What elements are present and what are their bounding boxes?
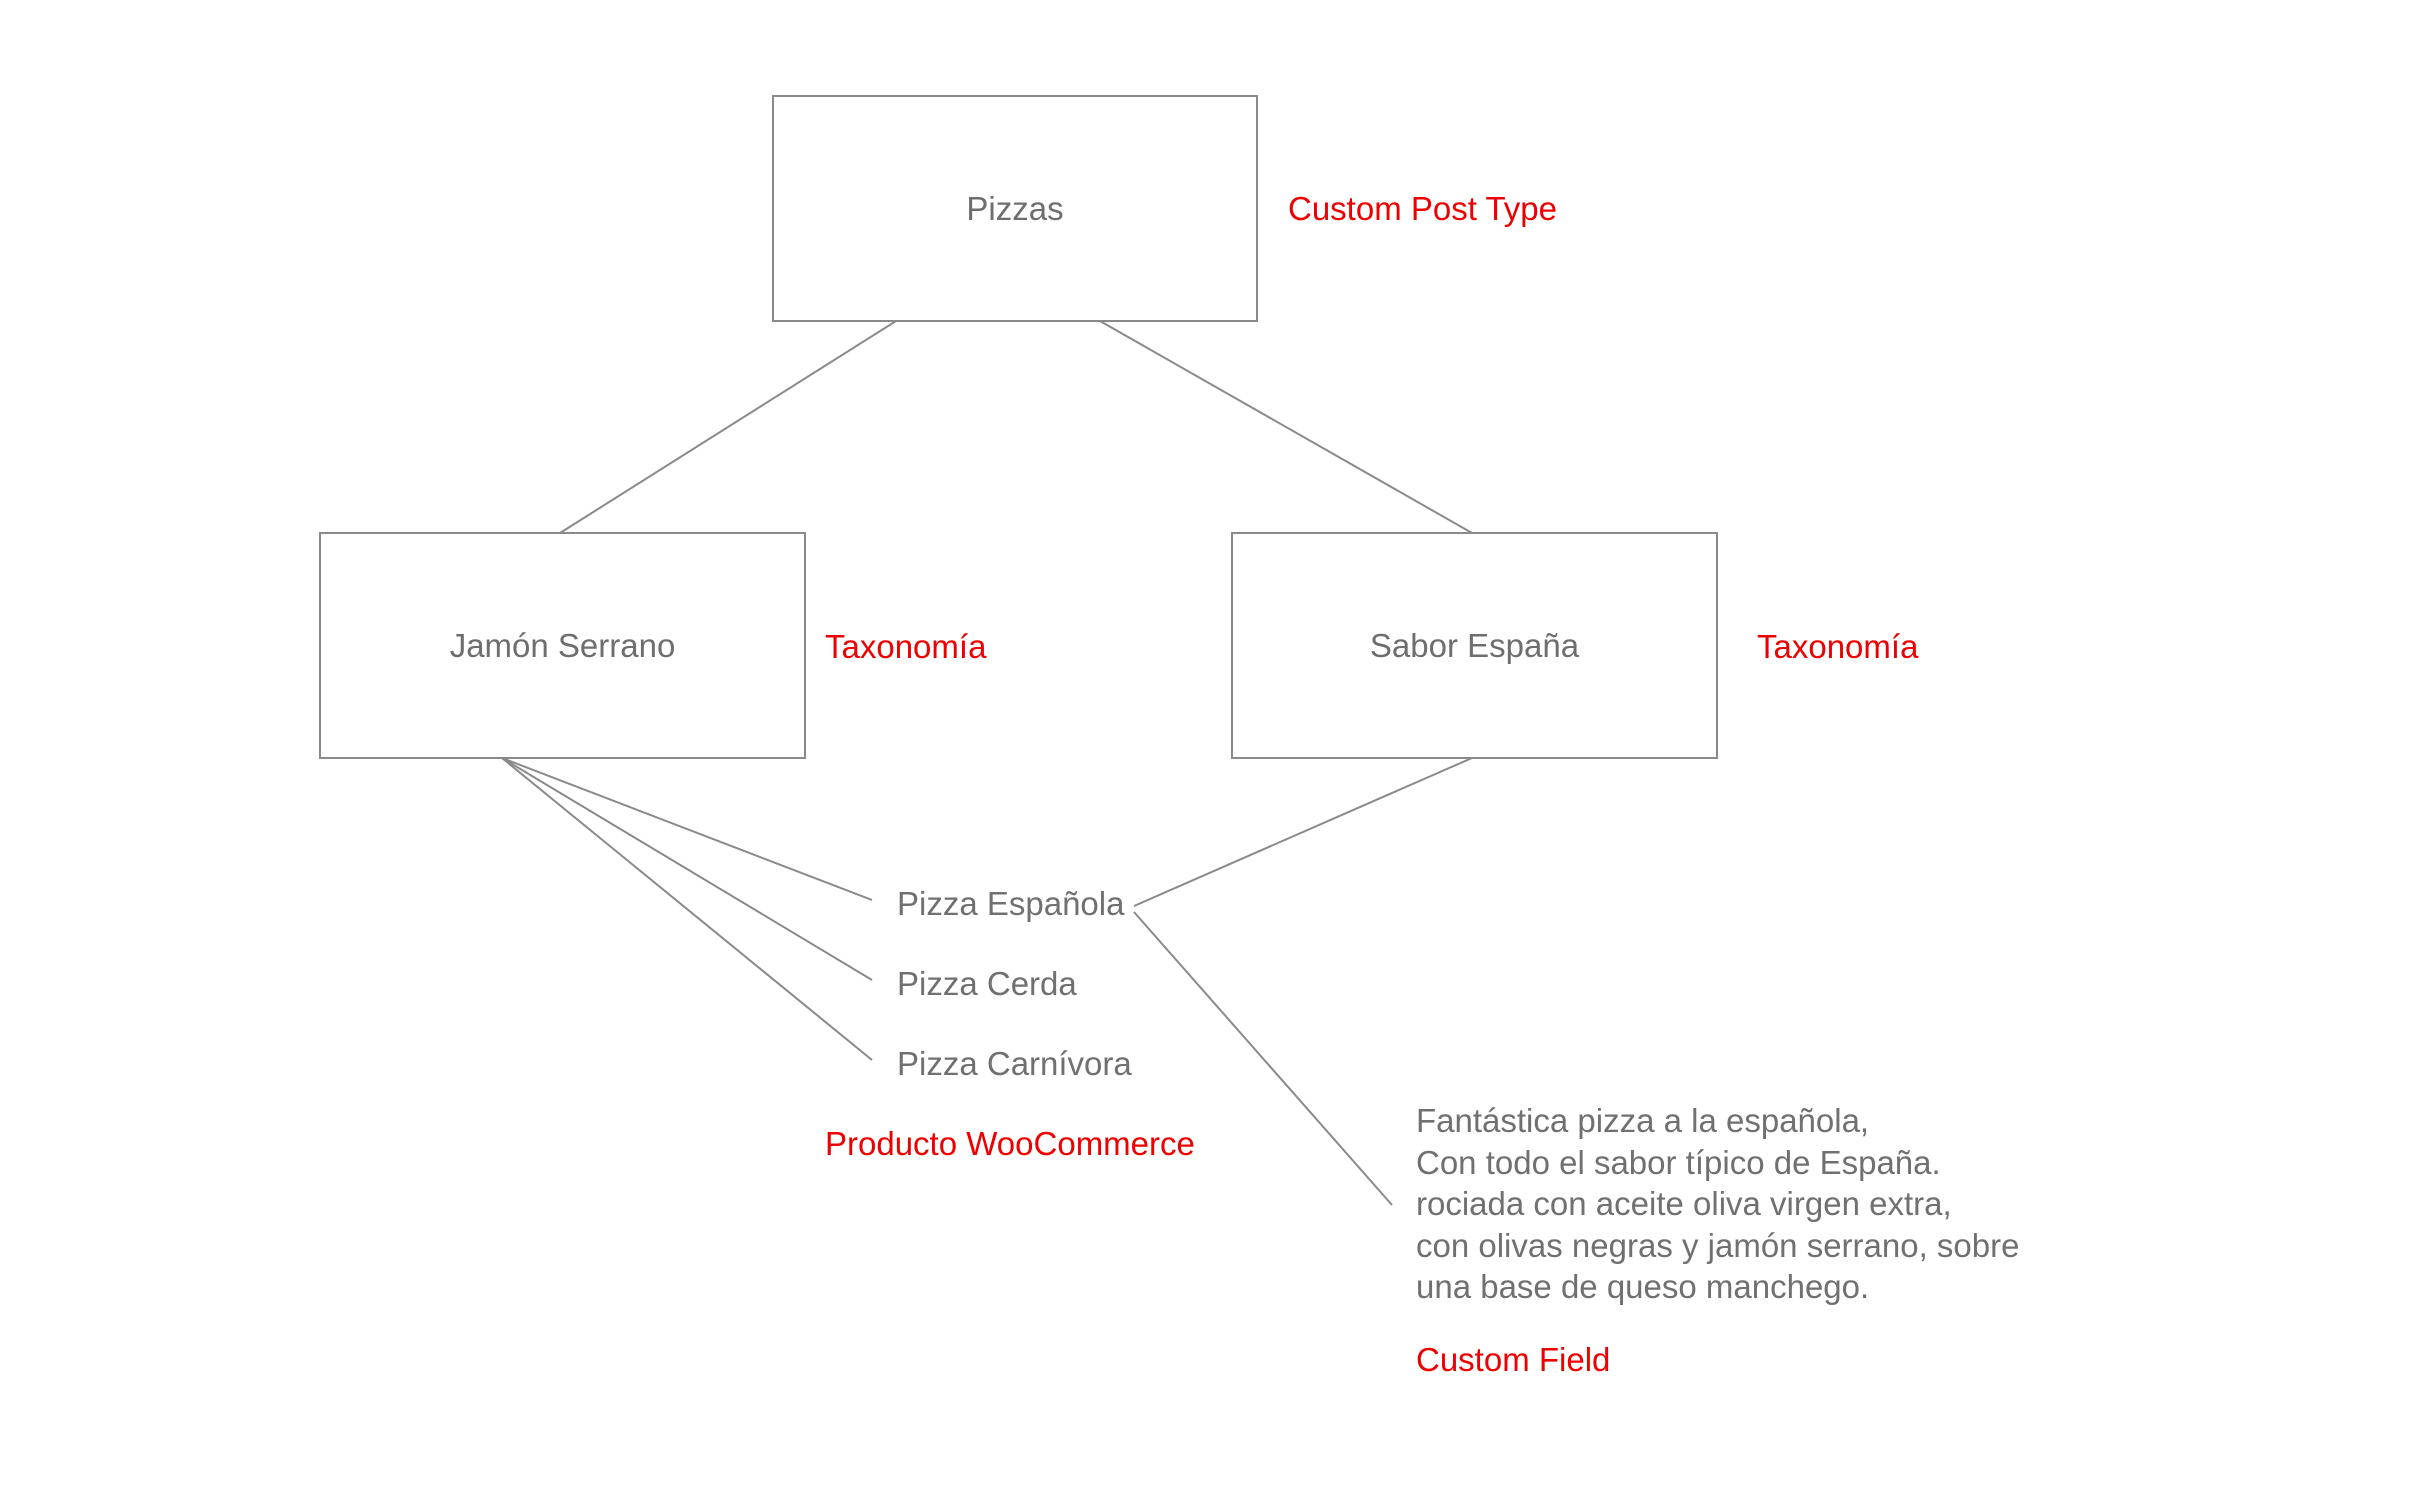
description-line: Fantástica pizza a la española, (1416, 1102, 1870, 1139)
connector-pizza-espanola-to-custom-field (1133, 911, 1393, 1206)
connector-jamon-serrano-to-pizza-espanola (501, 757, 873, 901)
connector-jamon-serrano-to-pizza-carnivora (501, 757, 873, 1061)
node-jamon-serrano: Jamón Serrano (319, 532, 806, 759)
description-line: Con todo el sabor típico de España. (1416, 1143, 1941, 1181)
annotation-taxonomia-left: Taxonomía (825, 628, 987, 665)
annotation-taxonomia-right: Taxonomía (1757, 628, 1919, 665)
product-pizza-carnivora: Pizza Carnívora (897, 1045, 1132, 1082)
description-line: una base de queso manchego. (1416, 1268, 1870, 1305)
node-pizzas-label: Pizzas (966, 189, 1064, 227)
node-jamon-serrano-label: Jamón Serrano (449, 626, 676, 664)
description-line: rociada con aceite oliva virgen extra, (1416, 1185, 1952, 1222)
custom-field-description: Fantástica pizza a la española, Con todo… (1416, 1100, 2019, 1308)
node-pizzas: Pizzas (772, 95, 1258, 322)
annotation-custom-post-type: Custom Post Type (1288, 190, 1558, 227)
connector-pizzas-to-sabor-espana (1099, 320, 1473, 534)
product-pizza-espanola: Pizza Española (897, 885, 1125, 922)
annotation-producto-woocommerce: Producto WooCommerce (825, 1125, 1195, 1162)
description-line: con olivas negras y jamón serrano, sobre (1416, 1226, 2020, 1264)
node-sabor-espana: Sabor España (1231, 532, 1718, 759)
connector-sabor-espana-to-pizza-espanola (1133, 757, 1473, 907)
product-pizza-cerda: Pizza Cerda (897, 965, 1077, 1002)
connector-pizzas-to-jamon-serrano (559, 320, 897, 534)
node-sabor-espana-label: Sabor España (1369, 626, 1580, 664)
annotation-custom-field: Custom Field (1416, 1341, 1611, 1378)
connector-jamon-serrano-to-pizza-cerda (501, 757, 873, 981)
